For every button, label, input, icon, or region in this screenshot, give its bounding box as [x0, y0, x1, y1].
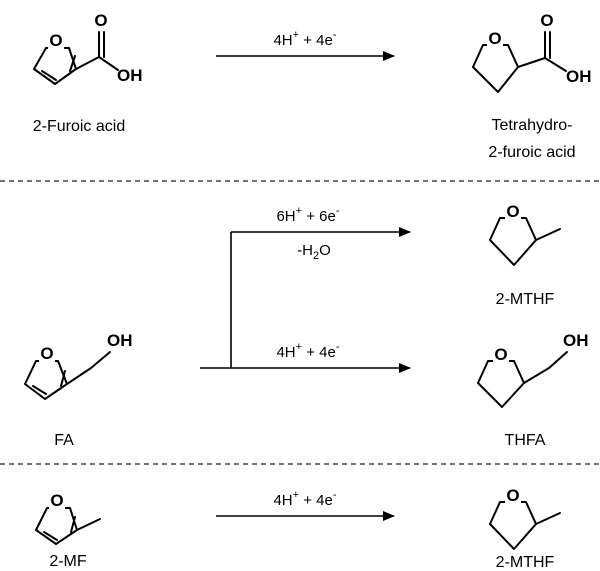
- mthf-structure-lower: O: [489, 485, 561, 550]
- ring-oxygen-label: O: [40, 344, 53, 363]
- reagent-label-upper: 6H+ + 6e-: [276, 205, 339, 225]
- hydroxyl-label: OH: [117, 66, 143, 85]
- hydroxyl-bond: [548, 351, 568, 369]
- methyl-bond: [535, 228, 561, 241]
- ring-oxygen-label: O: [494, 345, 507, 364]
- upper-product-name: 2-MTHF: [496, 291, 555, 308]
- ring-oxygen-label: O: [506, 486, 519, 505]
- reactant-name-2mf: 2-MF: [49, 553, 87, 570]
- ring-oxygen-label: O: [49, 31, 62, 50]
- ring-double-bond: [69, 55, 76, 72]
- hydroxyl-label: OH: [566, 67, 592, 86]
- reagent-label-3: 4H+ + 4e-: [273, 489, 336, 509]
- reagent-label-1: 4H+ + 4e-: [273, 29, 336, 49]
- hydroxyl-label: OH: [563, 331, 589, 350]
- lower-product-name: THFA: [505, 432, 546, 449]
- furfuryl-alcohol-structure: O OH: [24, 331, 133, 400]
- methyl-bond: [535, 512, 561, 525]
- ring-oxygen-label: O: [488, 29, 501, 48]
- thf-ring-bonds: [489, 501, 537, 550]
- furoic-acid-structure: O O OH: [33, 11, 143, 85]
- hydroxyl-bond: [544, 57, 567, 72]
- carbonyl-oxygen-label: O: [540, 11, 553, 30]
- ring-double-bond: [43, 531, 58, 541]
- reagent-label-lower: 4H+ + 4e-: [276, 341, 339, 361]
- carbonyl-oxygen-label: O: [94, 11, 107, 30]
- chain-bond: [66, 367, 92, 385]
- hydroxyl-bond: [90, 351, 111, 369]
- ring-double-bond: [60, 370, 66, 387]
- ring-oxygen-label: O: [506, 202, 519, 221]
- thfa-structure: O OH: [477, 331, 589, 408]
- furan-ring-bonds: [33, 47, 77, 85]
- thf-ring-bonds: [489, 217, 537, 266]
- product-name-line1: Tetrahydro-: [492, 117, 573, 134]
- carboxyl-bond: [517, 57, 546, 68]
- ring-double-bond: [70, 516, 76, 533]
- ring-double-bond: [41, 70, 57, 81]
- methylfuran-structure: O: [35, 490, 101, 545]
- reactant-name-furoic-acid: 2-Furoic acid: [33, 118, 125, 135]
- ring-double-bond: [32, 385, 47, 395]
- hydroxyl-label: OH: [107, 331, 133, 350]
- furan-ring-bonds: [24, 360, 68, 400]
- product-name-2mthf: 2-MTHF: [496, 554, 555, 571]
- product-name-line2: 2-furoic acid: [488, 144, 575, 161]
- carboxyl-bond: [75, 56, 100, 70]
- thf-ring-bonds: [472, 44, 519, 93]
- reactant-name-fa: FA: [54, 432, 74, 449]
- methyl-bond: [76, 518, 101, 531]
- chain-bond: [523, 367, 550, 384]
- ring-oxygen-label: O: [50, 491, 63, 510]
- tetrahydrofuroic-acid-structure: O O OH: [472, 11, 592, 93]
- thf-ring-bonds: [477, 360, 525, 408]
- water-loss-label: -H2O: [297, 242, 331, 262]
- mthf-structure-upper: O: [489, 201, 561, 266]
- hydroxyl-bond: [98, 56, 119, 71]
